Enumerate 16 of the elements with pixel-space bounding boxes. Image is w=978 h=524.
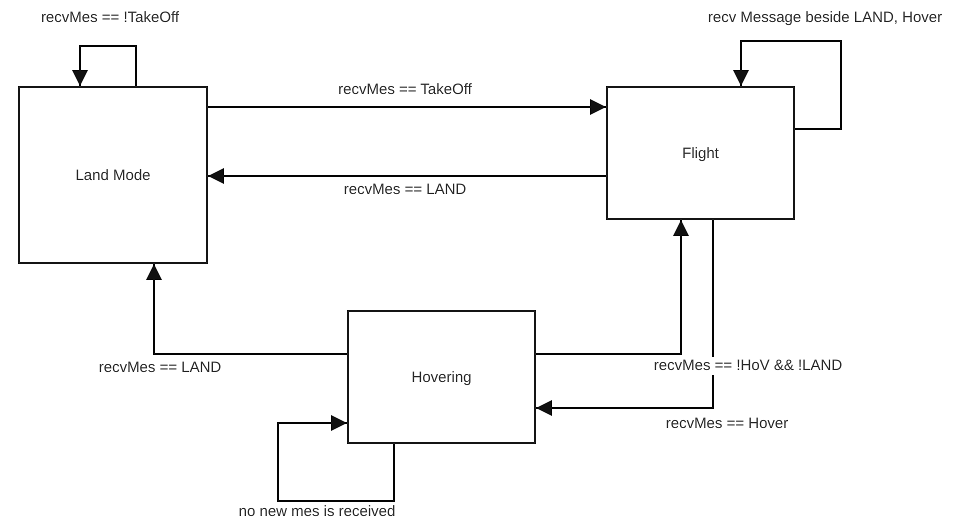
- state-name: Land Mode: [75, 166, 151, 184]
- state-name: Flight: [682, 144, 719, 162]
- edge-label: recvMes == !HoV && !LAND: [652, 357, 844, 375]
- state-name: Hovering: [411, 368, 472, 386]
- arrow: [146, 264, 347, 355]
- state-box: [606, 86, 795, 220]
- state-box: [347, 310, 536, 444]
- arrow: [208, 99, 606, 115]
- arrow: [536, 220, 689, 355]
- arrow: [208, 168, 606, 184]
- edge-label: recv Message beside LAND, Hover: [706, 9, 944, 27]
- arrow: [733, 40, 842, 130]
- arrow: [72, 45, 137, 86]
- arrow: [277, 415, 395, 502]
- arrow: [536, 220, 714, 416]
- state-box: [18, 86, 208, 264]
